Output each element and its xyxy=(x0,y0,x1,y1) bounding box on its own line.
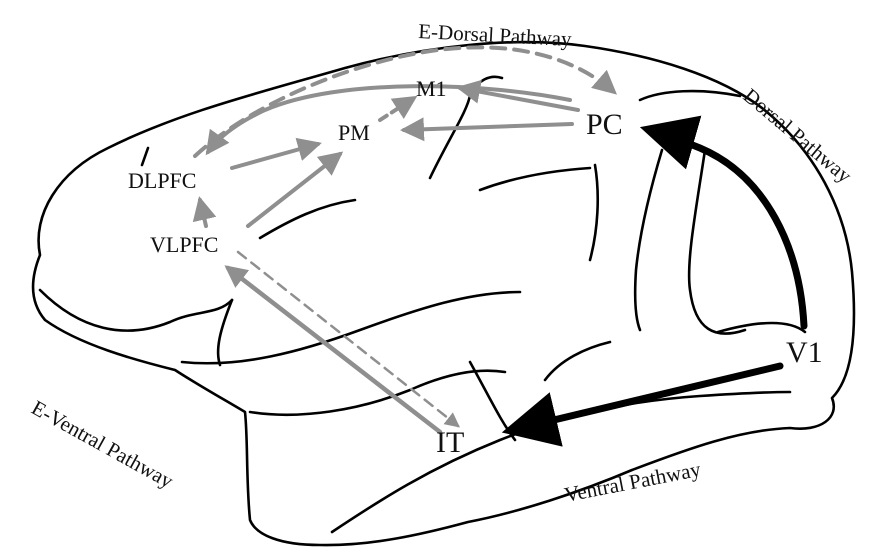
region-labels: M1 PM PC DLPFC VLPFC IT V1 xyxy=(128,76,823,459)
it-to-vlpfc-arrow xyxy=(228,268,440,432)
label-dorsal-pathway: Dorsal Pathway xyxy=(739,83,857,188)
e-dorsal-dashed-arc xyxy=(195,47,614,156)
dlpfc-to-pm-arrow xyxy=(232,144,318,168)
label-v1: V1 xyxy=(786,336,823,369)
label-pc: PC xyxy=(586,108,623,141)
vlpfc-to-pm-arrow xyxy=(248,154,340,226)
label-dlpfc: DLPFC xyxy=(128,168,196,193)
primary-pathway-arrows xyxy=(512,130,804,430)
label-it: IT xyxy=(436,426,464,459)
label-vlpfc: VLPFC xyxy=(150,232,218,257)
label-ventral-pathway: Ventral Pathway xyxy=(562,457,703,507)
v1-to-pc-arrow xyxy=(650,130,804,326)
pc-to-pm-arrow xyxy=(404,124,572,130)
label-e-ventral-pathway: E-Ventral Pathway xyxy=(28,395,178,493)
label-pm: PM xyxy=(338,120,370,145)
pm-to-m1-dashed-arrow xyxy=(380,98,414,120)
vlpfc-to-it-dashed-arrow xyxy=(238,252,458,426)
v1-to-it-arrow xyxy=(512,366,780,430)
vlpfc-to-dlpfc-arrow xyxy=(200,200,206,226)
label-e-dorsal-pathway: E-Dorsal Pathway xyxy=(418,19,573,51)
pc-to-dlpfc-arrow xyxy=(208,86,570,152)
label-m1: M1 xyxy=(416,76,447,101)
